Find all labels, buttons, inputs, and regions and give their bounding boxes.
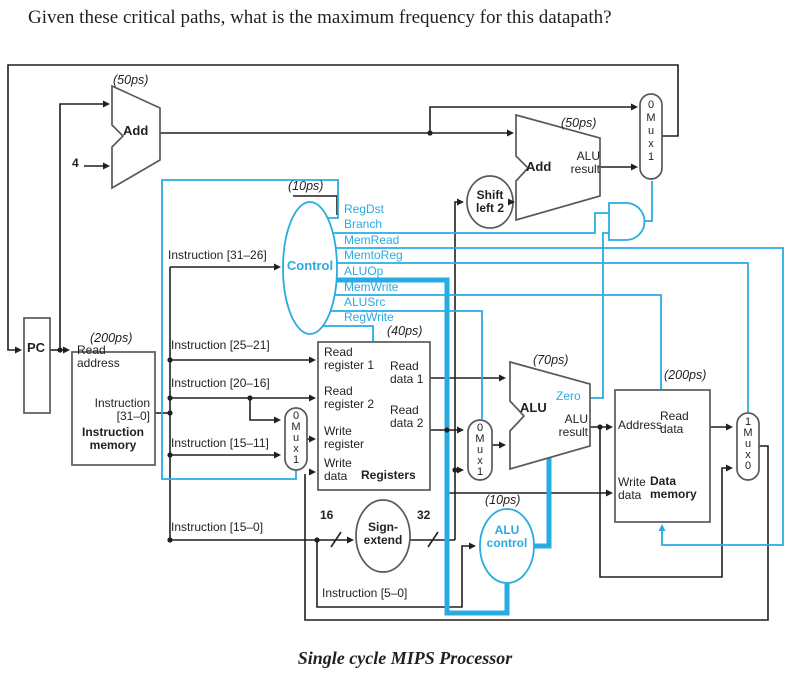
signal-memread: MemRead [344, 233, 400, 247]
pc-increment-constant: 4 [72, 156, 79, 170]
wire-memtoreg [334, 262, 749, 412]
memtoreg-mux-label: 1 M u x 0 [743, 416, 753, 472]
instruction-memory-box [71, 351, 156, 466]
pcsrc-mux-label: 0 M u x 1 [646, 99, 656, 163]
wire-pcplus4 [160, 106, 634, 134]
figure-caption: Single cycle MIPS Processor [297, 648, 513, 668]
junction-dots [57, 130, 603, 543]
signal-branch: Branch [344, 217, 383, 231]
component-shapes [23, 84, 760, 584]
wire-pc-feedback [7, 64, 679, 351]
data-memory-name: Data memory [650, 474, 697, 501]
registers-write-data-port: Write data [324, 456, 352, 483]
signal-regwrite: RegWrite [344, 310, 394, 324]
arrowheads [15, 100, 733, 550]
timing-registers: (40ps) [387, 324, 423, 338]
sign-extend-input-width: 16 [320, 508, 334, 522]
shift-left-2-label: Shift left 2 [475, 188, 504, 215]
wire-memread [332, 247, 784, 546]
timing-alu: (70ps) [533, 353, 569, 367]
wire-branch [330, 212, 609, 234]
wire-zero [590, 232, 609, 399]
field-rd: Instruction [15–11] [171, 436, 269, 450]
regdst-mux-label: 0 M u x 1 [291, 410, 301, 466]
branch-adder-result-port: ALU result [570, 149, 600, 176]
timing-leader-control [293, 195, 338, 215]
alu-result-port: ALU result [558, 412, 588, 439]
wire-memwrite [332, 294, 662, 389]
imem-read-address-port: Read address [77, 343, 120, 370]
registers-read-data-1-port: Read data 1 [390, 359, 424, 386]
dmem-address-port: Address [618, 418, 663, 432]
bus-width-slashes [330, 531, 439, 548]
alu-zero-port: Zero [556, 389, 581, 403]
wire-instr-20-16 [170, 397, 312, 421]
wire-instr-5-0 [316, 540, 472, 608]
signal-regdst: RegDst [344, 202, 385, 216]
instruction-memory-name: Instruction memory [82, 425, 144, 452]
memread-arrow [658, 524, 666, 531]
sign-extend-output-width: 32 [417, 508, 431, 522]
wire-pc-to-add [59, 103, 104, 350]
pc-label: PC [27, 340, 46, 355]
add-label: Add [123, 123, 149, 138]
wire-alusrc [328, 310, 483, 419]
registers-write-register-port: Write register [324, 424, 365, 451]
branch-adder-label: Add [526, 159, 552, 174]
timing-control: (10ps) [288, 179, 324, 193]
timing-data-memory: (200ps) [664, 368, 707, 382]
registers-name: Registers [361, 468, 416, 482]
alu-shape [509, 360, 591, 471]
wire-writeback [304, 445, 769, 621]
control-oval [282, 201, 338, 335]
control-signal-wires [161, 179, 784, 546]
imem-instruction-port: Instruction [31–0] [94, 396, 150, 423]
sign-extend-label: Sign- extend [363, 520, 403, 547]
dmem-write-data-port: Write data [618, 475, 646, 502]
timing-alu-control: (10ps) [485, 493, 521, 507]
field-rt: Instruction [20–16] [171, 376, 270, 390]
wire-pcsrc-select [643, 181, 653, 222]
alu-control-oval [479, 508, 535, 584]
regdst-mux-shape [284, 407, 308, 471]
wire-regwrite [320, 325, 374, 341]
registers-read-register-2-port: Read register 2 [324, 384, 375, 411]
field-rs: Instruction [25–21] [171, 338, 270, 352]
question-title: Given these critical paths, what is the … [28, 7, 612, 28]
control-label: Control [286, 258, 334, 273]
timing-instruction-memory: (200ps) [90, 331, 133, 345]
wire-aluop-critical [330, 277, 510, 616]
data-memory-box [614, 389, 711, 523]
alu-label: ALU [520, 400, 547, 415]
sign-extend-oval [355, 499, 411, 573]
registers-read-data-2-port: Read data 2 [390, 403, 424, 430]
alusrc-mux-label: 0 M u x 1 [475, 422, 485, 478]
add-alu-shape [111, 84, 161, 190]
dmem-read-data-port: Read data [660, 409, 689, 436]
memtoreg-mux-shape [736, 412, 760, 481]
alu-control-label: ALU control [486, 523, 528, 550]
field-funct: Instruction [5–0] [322, 586, 408, 600]
signal-memtoreg: MemtoReg [344, 248, 403, 262]
registers-box [317, 341, 431, 491]
branch-and-gate [608, 202, 646, 241]
branch-adder-shape [515, 113, 601, 222]
signal-alusrc: ALUSrc [344, 295, 386, 309]
signal-memwrite: MemWrite [344, 280, 399, 294]
signal-aluop: ALUOp [344, 264, 384, 278]
pc-box [23, 317, 51, 414]
timing-branch-adder: (50ps) [561, 116, 597, 130]
timing-add: (50ps) [113, 73, 149, 87]
wire-regdst [161, 179, 339, 480]
registers-read-register-1-port: Read register 1 [324, 345, 375, 372]
field-immediate: Instruction [15–0] [171, 520, 264, 534]
alusrc-mux-shape [467, 419, 493, 481]
field-opcode: Instruction [31–26] [168, 248, 267, 262]
pcsrc-mux-shape [639, 93, 663, 180]
